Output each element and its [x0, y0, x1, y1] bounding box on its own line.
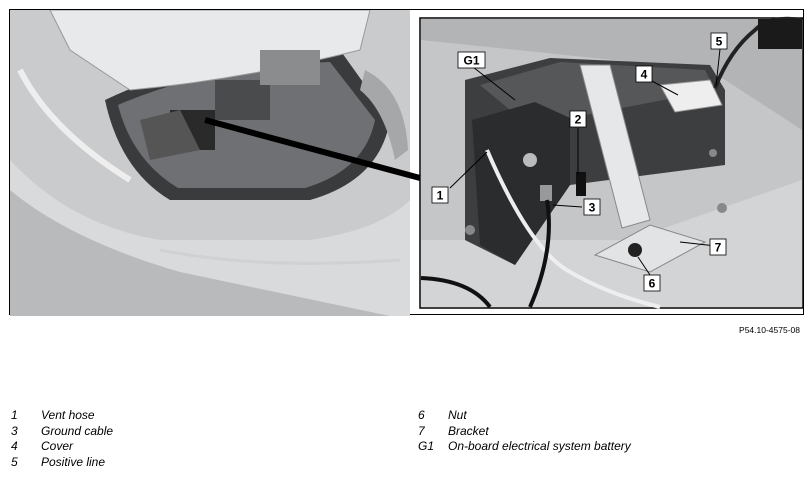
legend-item-number: 4: [11, 439, 18, 453]
callout-label-3: 3: [589, 201, 596, 215]
battery-location-diagram: G1 1 2 3 4 5 6 7: [10, 10, 804, 316]
legend-item: G1 On-board electrical system battery: [418, 439, 631, 455]
callout-label-1: 1: [437, 189, 444, 203]
callout-leaders: [449, 48, 721, 276]
callout-label-6: 6: [649, 277, 656, 291]
callout-label-4: 4: [641, 68, 648, 82]
legend-item-text: On-board electrical system battery: [448, 439, 631, 453]
legend-left-column: 1 Vent hose 3 Ground cable 4 Cover 5 Pos…: [11, 408, 113, 470]
legend-item-text: Positive line: [41, 454, 106, 469]
legend-item-number: 7: [418, 423, 425, 438]
car-rear-view: [10, 10, 410, 316]
legend-item: 5 Positive line: [11, 455, 113, 471]
legend-item: 3 Ground cable: [11, 424, 113, 440]
legend-item: 1 Vent hose: [11, 408, 113, 424]
legend-right-column: 6 Nut 7 Bracket G1 On-board electrical s…: [418, 408, 631, 455]
callout-labels: G1 1 2 3 4 5 6 7: [431, 32, 728, 292]
legend-item-text: Vent hose: [41, 408, 95, 422]
callout-label-g1: G1: [463, 54, 479, 68]
legend-item: 6 Nut: [418, 408, 631, 424]
legend-item-text: Ground cable: [41, 423, 114, 438]
callout-label-7: 7: [715, 241, 722, 255]
legend-item-text: Nut: [448, 408, 467, 422]
figure-frame: G1 1 2 3 4 5 6 7: [9, 9, 804, 316]
zoom-leader-line: [204, 117, 421, 181]
legend-item-number: 6: [418, 408, 425, 422]
legend-item-text: Bracket: [448, 423, 489, 438]
legend-item-number: G1: [418, 439, 435, 453]
legend-item: 4 Cover: [11, 439, 113, 455]
legend-item: 7 Bracket: [418, 424, 631, 440]
callout-label-2: 2: [575, 113, 582, 127]
legend-item-text: Cover: [41, 439, 74, 453]
callout-label-5: 5: [716, 35, 723, 49]
legend-item-number: 5: [11, 454, 18, 469]
battery-detail-view: [420, 16, 803, 309]
legend-item-number: 1: [11, 408, 18, 422]
legend-item-number: 3: [11, 423, 18, 438]
figure-reference-code: P54.10-4575-08: [739, 325, 800, 335]
